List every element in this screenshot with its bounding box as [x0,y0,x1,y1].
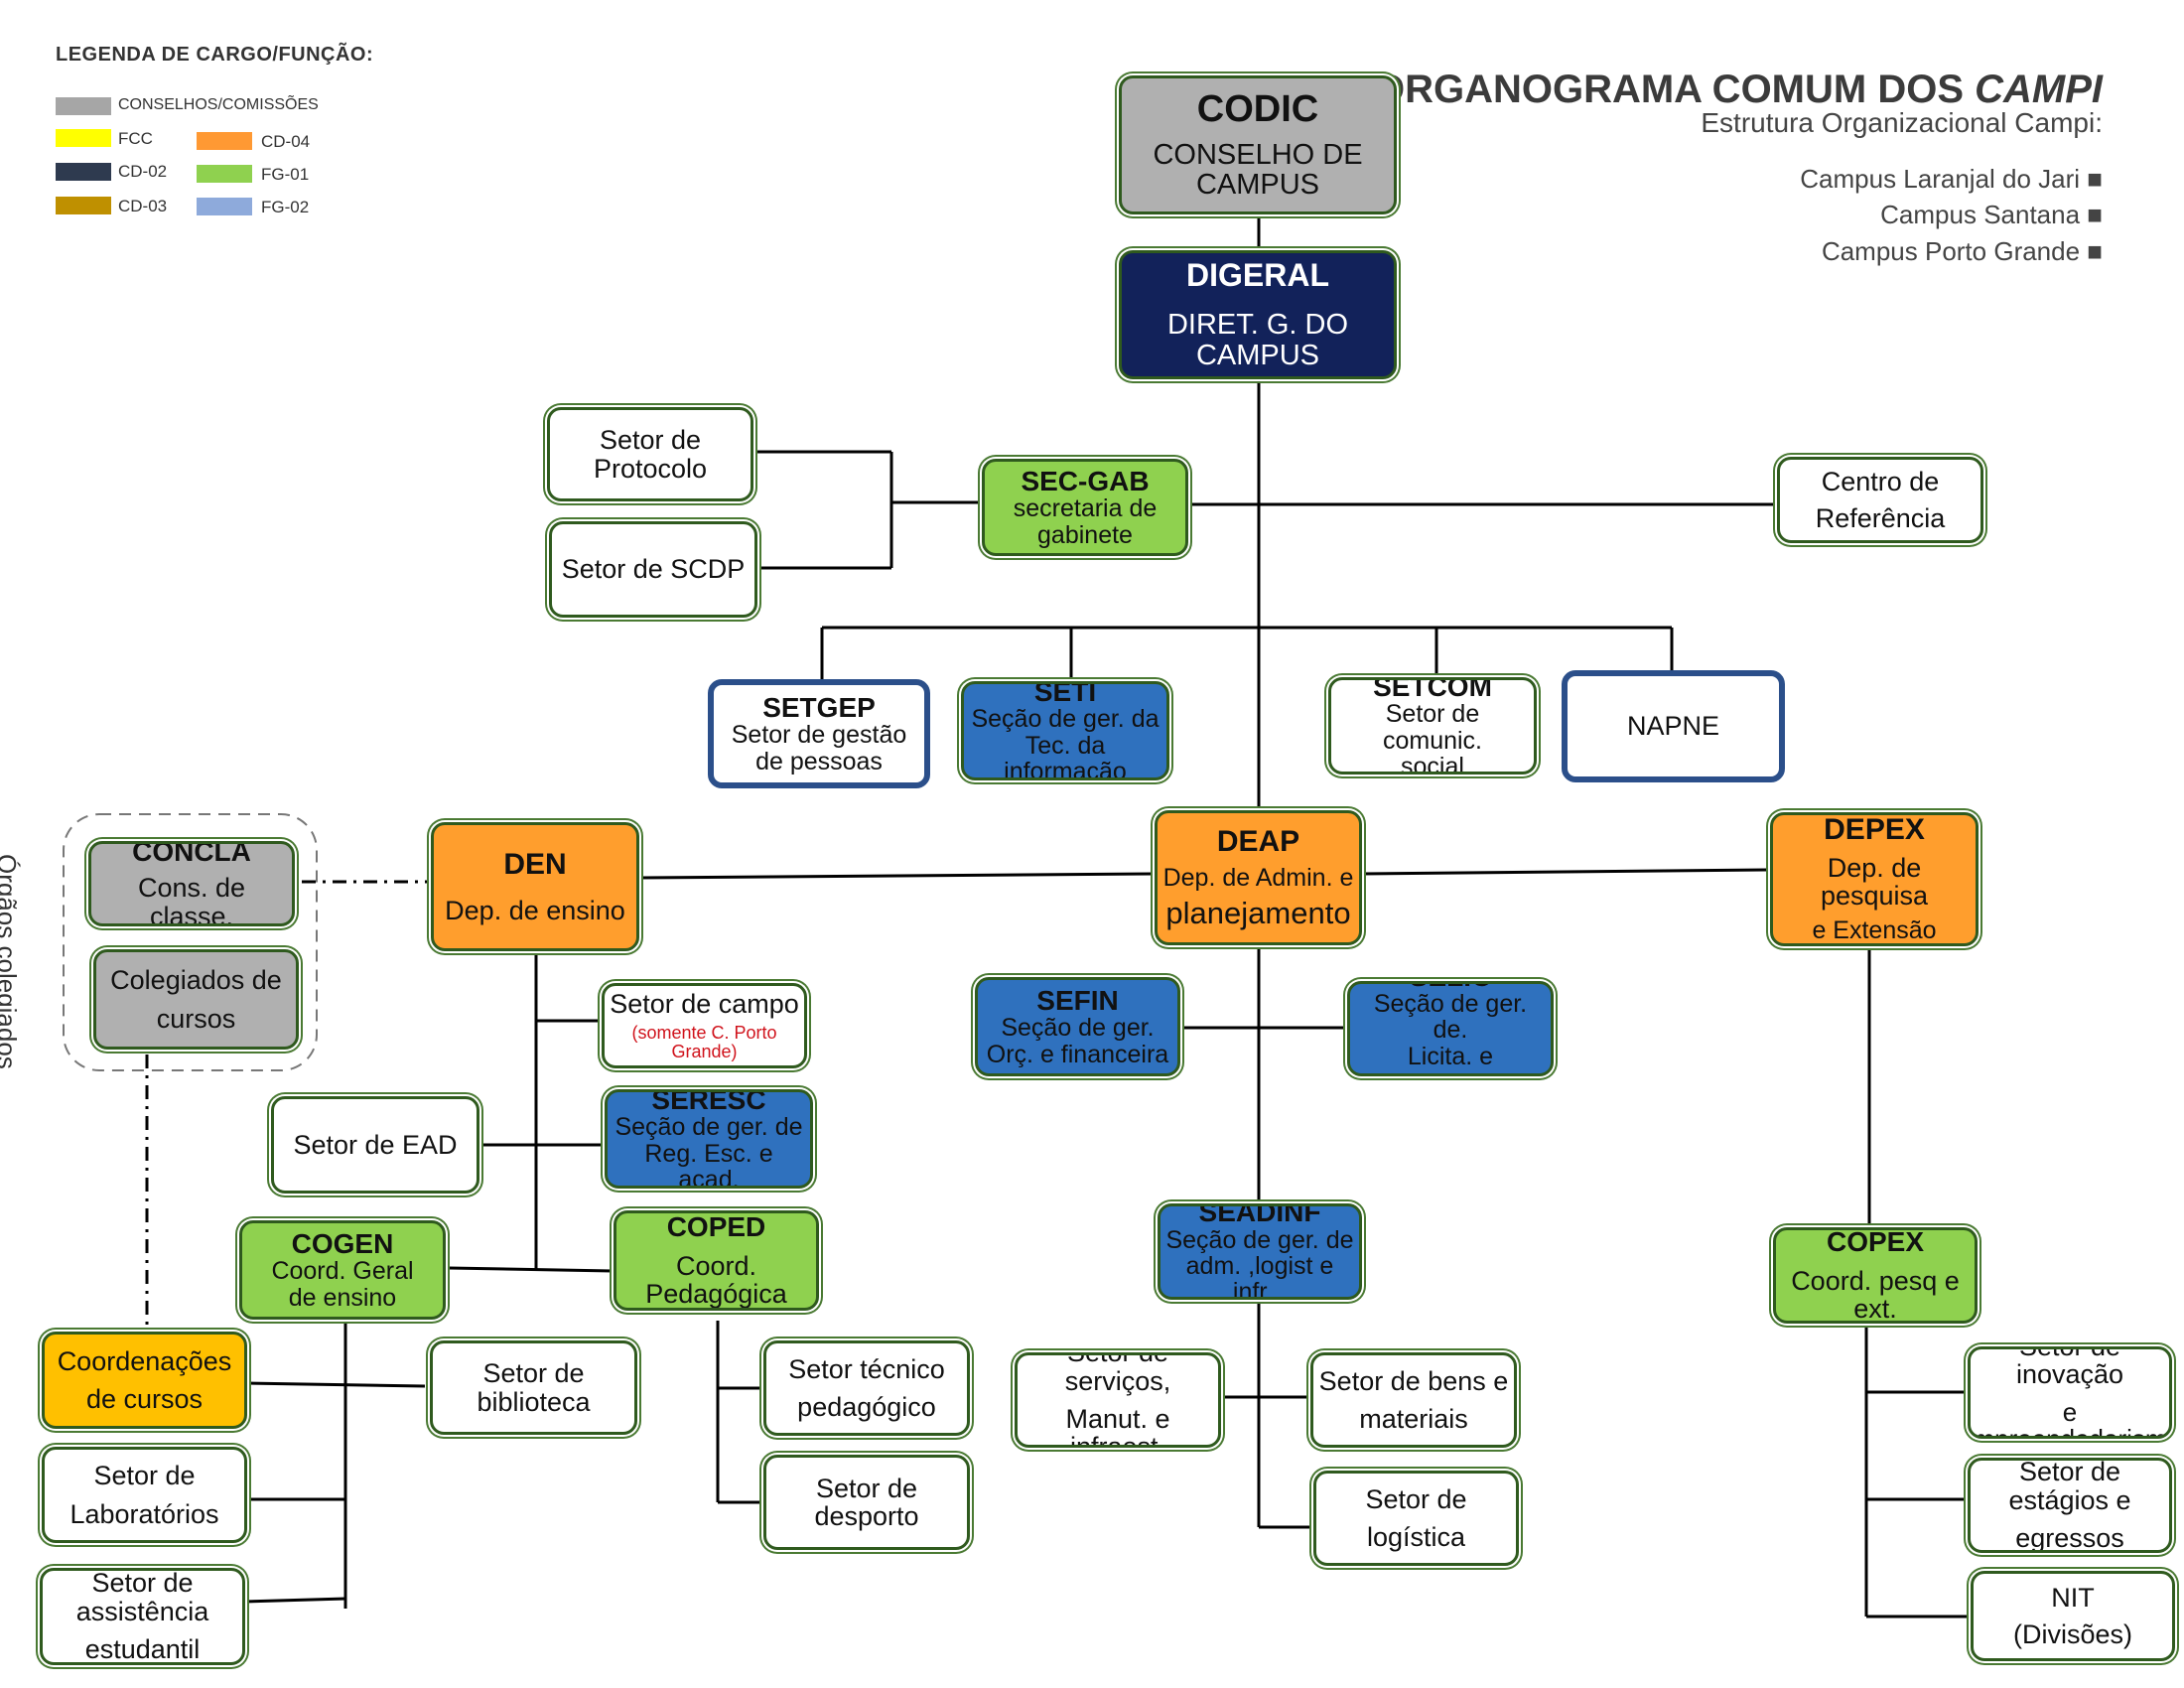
legend-swatch-fcc [56,129,111,147]
campus-laranjal: Campus Laranjal do Jari ■ [1800,164,2103,194]
node-deap[interactable]: DEAP Dep. de Admin. e planejamento [1155,810,1362,945]
legend-label-cd04: CD-04 [261,132,311,151]
legend-swatch-cd02 [56,163,111,181]
node-setor-protocolo[interactable]: Setor de Protocolo [547,407,753,501]
legend-label-conselhos: CONSELHOS/COMISSÕES [118,96,319,113]
legend-swatch-fg01 [197,165,252,183]
node-setor-laboratorios[interactable]: Setor de Laboratórios [42,1447,247,1543]
node-sec-gab[interactable]: SEC-GAB secretaria de gabinete [982,459,1188,556]
node-codic[interactable]: CODIC CONSELHO DE CAMPUS [1119,75,1397,214]
legend-label-cd03: CD-03 [118,197,168,215]
node-centro-referencia[interactable]: Centro de Referência [1777,457,1983,543]
legend-label-cd02: CD-02 [118,162,168,181]
node-sefin[interactable]: SEFIN Seção de ger. Orç. e financeira [975,977,1180,1076]
legend-label-fcc: FCC [118,129,153,148]
node-setor-logistica[interactable]: Setor de logística [1313,1471,1519,1566]
orgaos-colegiados-label: Órgãos colegiados [0,854,22,1069]
legend-title: LEGENDA DE CARGO/FUNÇÃO: [56,44,374,66]
node-setor-scdp[interactable]: Setor de SCDP [549,521,757,618]
node-den[interactable]: DEN Dep. de ensino [431,822,639,951]
node-setgep[interactable]: SETGEP Setor de gestão de pessoas [708,679,930,788]
campus-porto-grande: Campus Porto Grande ■ [1821,236,2103,266]
chart-title: ORGANOGRAMA COMUM DOS CAMPI [1373,68,2103,111]
node-seresc[interactable]: SERESC Seção de ger. de Reg. Esc. e acad… [605,1089,813,1189]
node-seti[interactable]: SETI Seção de ger. da Tec. da informação [961,681,1169,780]
node-setor-desporto[interactable]: Setor de desporto [763,1455,970,1550]
node-setor-inovacao[interactable]: Setor de inovação e empreendedorismo [1968,1346,2172,1439]
legend-label-fg02: FG-02 [261,198,310,216]
node-setor-biblioteca[interactable]: Setor de biblioteca [430,1340,637,1435]
legend-swatch-fg02 [197,198,252,215]
node-coordenacoes-cursos[interactable]: Coordenações de cursos [42,1332,247,1429]
node-copex[interactable]: COPEX Coord. pesq e ext. [1773,1227,1978,1324]
legend-swatch-conselhos [56,97,111,115]
node-setor-campo[interactable]: Setor de campo (somente C. Porto Grande) [602,983,807,1068]
node-setor-estagios[interactable]: Setor de estágios e egressos [1968,1458,2172,1553]
node-setor-bens-materiais[interactable]: Setor de bens e materiais [1310,1352,1517,1448]
node-concla[interactable]: CONCLA Cons. de classe. [88,841,295,926]
node-depex[interactable]: DEPEX Dep. de pesquisa e Extensão [1770,812,1979,946]
node-cogen[interactable]: COGEN Coord. Geral de ensino [239,1220,446,1320]
node-setor-servicos[interactable]: Setor de serviços, Manut. e infraest. [1015,1352,1221,1448]
campus-santana: Campus Santana ■ [1880,200,2103,229]
legend-swatch-cd03 [56,197,111,214]
legend-swatch-cd04 [197,132,252,150]
node-nit[interactable]: NIT (Divisões) [1971,1571,2175,1661]
node-seadinf[interactable]: SEADINF Seção de ger. de adm. ,logist e … [1158,1203,1362,1300]
node-setcom[interactable]: SETCOM Setor de comunic. social [1328,677,1537,774]
node-napne[interactable]: NAPNE [1562,670,1785,782]
node-setor-assistencia[interactable]: Setor de assistência estudantil [40,1568,245,1665]
chart-title-italic: CAMPI [1975,68,2103,111]
legend-label-fg01: FG-01 [261,165,310,184]
node-setor-ead[interactable]: Setor de EAD [271,1096,479,1194]
node-colegiados-cursos[interactable]: Colegiados de cursos [93,949,299,1050]
node-selic[interactable]: SELIC Seção de ger. de. Licita. e contra… [1347,981,1554,1076]
node-setor-tecnico-pedagogico[interactable]: Setor técnico pedagógico [763,1340,970,1436]
node-digeral[interactable]: DIGERAL DIRET. G. DO CAMPUS [1119,250,1397,379]
chart-subtitle: Estrutura Organizacional Campi: [1701,107,2103,138]
node-coped[interactable]: COPED Coord. Pedagógica [614,1210,819,1311]
